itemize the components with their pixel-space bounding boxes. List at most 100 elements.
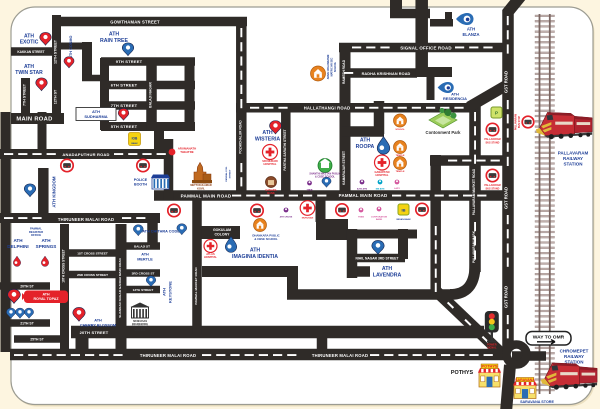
svg-text:ATH: ATH bbox=[24, 64, 34, 70]
svg-text:BUS STAND: BUS STAND bbox=[486, 141, 500, 144]
svg-text:4TH CROSS: 4TH CROSS bbox=[280, 216, 293, 219]
svg-text:DHANKARA PUBLIC: DHANKARA PUBLIC bbox=[252, 234, 279, 238]
svg-text:GANAPATHI: GANAPATHI bbox=[374, 170, 389, 174]
svg-text:TNEB: TNEB bbox=[358, 217, 364, 219]
svg-text:IB: IB bbox=[402, 208, 406, 213]
svg-text:12TH ST: 12TH ST bbox=[54, 89, 58, 104]
svg-text:RAMESH ROAD: RAMESH ROAD bbox=[342, 59, 346, 84]
svg-text:MAIN ROAD: MAIN ROAD bbox=[16, 117, 52, 123]
svg-text:ATH: ATH bbox=[24, 34, 34, 40]
svg-text:KAKKAN STREET: KAKKAN STREET bbox=[17, 50, 44, 54]
svg-text:POTHYS: POTHYS bbox=[481, 364, 497, 369]
svg-text:ATH: ATH bbox=[382, 266, 393, 272]
svg-text:BOOTH: BOOTH bbox=[134, 182, 147, 186]
svg-text:CORPORATION: CORPORATION bbox=[371, 216, 388, 219]
svg-text:REGISTER: REGISTER bbox=[29, 230, 43, 234]
svg-text:ANADAPUTHUR ROAD: ANADAPUTHUR ROAD bbox=[62, 152, 109, 157]
svg-text:ATH: ATH bbox=[42, 293, 50, 297]
svg-text:BANK: BANK bbox=[376, 218, 383, 221]
svg-text:DELPHINI: DELPHINI bbox=[7, 244, 28, 249]
svg-text:5TH STREET: 5TH STREET bbox=[111, 124, 138, 129]
svg-text:PALLAVARAM MARKET ROAD: PALLAVARAM MARKET ROAD bbox=[472, 168, 476, 215]
svg-text:ATH COSMO: ATH COSMO bbox=[69, 35, 73, 58]
svg-text:PALLAVARAM: PALLAVARAM bbox=[515, 114, 518, 130]
svg-text:SCHOOL: SCHOOL bbox=[395, 129, 405, 131]
svg-text:1ST CROSS STREET: 1ST CROSS STREET bbox=[77, 252, 108, 256]
svg-text:HOSPITAL: HOSPITAL bbox=[204, 255, 217, 259]
svg-text:SRINIVASAN: SRINIVASAN bbox=[133, 320, 147, 323]
svg-text:PAMMAL MARKET ROAD: PAMMAL MARKET ROAD bbox=[194, 267, 198, 305]
svg-text:CANARA: CANARA bbox=[265, 188, 276, 192]
svg-text:BANK: BANK bbox=[131, 142, 138, 145]
svg-text:ATH: ATH bbox=[13, 238, 23, 243]
svg-text:12TH STREET: 12TH STREET bbox=[54, 39, 58, 64]
svg-text:21TH ST: 21TH ST bbox=[20, 322, 34, 326]
svg-text:COLONY: COLONY bbox=[215, 233, 231, 237]
svg-text:MATRIC HR SEC: MATRIC HR SEC bbox=[331, 57, 334, 76]
svg-text:PALLAVARAM: PALLAVARAM bbox=[484, 184, 500, 187]
svg-text:ROOPA: ROOPA bbox=[356, 144, 375, 150]
svg-text:PALLAVARAM: PALLAVARAM bbox=[484, 138, 500, 141]
svg-text:LAVENDRA: LAVENDRA bbox=[373, 272, 402, 278]
svg-text:KOVIL: KOVIL bbox=[197, 187, 205, 190]
svg-text:BANK: BANK bbox=[267, 191, 275, 195]
svg-text:ATH: ATH bbox=[467, 27, 475, 32]
svg-text:ATLAS: ATLAS bbox=[206, 252, 215, 256]
svg-text:PALLAVARAM MARK: PALLAVARAM MARK bbox=[472, 230, 476, 263]
svg-text:9TH STREET: 9TH STREET bbox=[116, 59, 143, 64]
svg-text:METTUKULAMAR: METTUKULAMAR bbox=[190, 184, 211, 187]
svg-text:PAMMAL KOIL: PAMMAL KOIL bbox=[225, 166, 228, 182]
svg-text:ATH: ATH bbox=[360, 138, 371, 144]
svg-text:SUDHARMA: SUDHARMA bbox=[84, 114, 107, 119]
svg-text:SARAVANA STORE: SARAVANA STORE bbox=[520, 400, 554, 404]
svg-text:KEYSTONE: KEYSTONE bbox=[168, 281, 173, 303]
svg-text:SIGNAL: SIGNAL bbox=[487, 347, 497, 350]
svg-text:HOSPITAL: HOSPITAL bbox=[264, 162, 277, 166]
svg-text:ATH: ATH bbox=[451, 91, 459, 96]
svg-text:OFFICE: OFFICE bbox=[31, 233, 41, 237]
svg-text:ROYAL TOPAZ: ROYAL TOPAZ bbox=[33, 297, 59, 301]
svg-text:EXOTIC: EXOTIC bbox=[20, 40, 39, 46]
svg-text:GOWTHAMAN STREET: GOWTHAMAN STREET bbox=[110, 19, 160, 24]
svg-text:ATH: ATH bbox=[41, 238, 51, 243]
svg-text:STREET: STREET bbox=[230, 169, 232, 178]
svg-text:ATH CHITHRA CODE: ATH CHITHRA CODE bbox=[142, 230, 180, 234]
svg-text:HALLATHANGI ROAD: HALLATHANGI ROAD bbox=[304, 105, 351, 110]
svg-text:SRI MURARI: SRI MURARI bbox=[262, 159, 278, 163]
svg-text:BALAJI NAGAR: BALAJI NAGAR bbox=[149, 82, 153, 108]
svg-text:INDIAN BANK: INDIAN BANK bbox=[396, 218, 411, 221]
svg-text:ELANZA: ELANZA bbox=[463, 32, 480, 37]
svg-text:PAMMAL: PAMMAL bbox=[30, 227, 42, 231]
svg-text:POLICE: POLICE bbox=[134, 178, 148, 182]
svg-text:PALLAVARAM: PALLAVARAM bbox=[558, 151, 589, 156]
svg-text:IMAGINIA IDENTIA: IMAGINIA IDENTIA bbox=[232, 254, 278, 260]
svg-text:SPRINGS: SPRINGS bbox=[36, 244, 57, 249]
svg-text:ANNAI VAILANKANNI: ANNAI VAILANKANNI bbox=[327, 54, 330, 79]
svg-text:ATH: ATH bbox=[109, 32, 120, 38]
svg-text:KAMARAJAR STREET: KAMARAJAR STREET bbox=[342, 151, 346, 185]
svg-text:RADHA KRISHNAN ROAD: RADHA KRISHNAN ROAD bbox=[362, 72, 411, 76]
svg-text:ATH: ATH bbox=[94, 319, 102, 323]
svg-text:3RD CROSS ST: 3RD CROSS ST bbox=[132, 272, 155, 276]
svg-text:THIRUNEER MALAI ROAD: THIRUNEER MALAI ROAD bbox=[312, 353, 368, 358]
svg-text:POWER: POWER bbox=[487, 344, 497, 347]
svg-text:CHERRY BLOSSOM: CHERRY BLOSSOM bbox=[80, 323, 116, 327]
svg-text:20TH ST: 20TH ST bbox=[20, 285, 34, 289]
svg-text:POZHICHALUR ROAD: POZHICHALUR ROAD bbox=[238, 120, 242, 154]
svg-text:SHANKAR NAGAR GANDHI MAIN ROAD: SHANKAR NAGAR GANDHI MAIN ROAD bbox=[118, 258, 122, 318]
svg-text:2ND CROSS STREET: 2ND CROSS STREET bbox=[77, 273, 108, 277]
svg-text:MERTLE: MERTLE bbox=[137, 258, 153, 262]
svg-text:& CBSE SCHOOL: & CBSE SCHOOL bbox=[254, 237, 278, 241]
svg-text:RAILWAY: RAILWAY bbox=[564, 354, 584, 359]
svg-text:RESIDENCIA: RESIDENCIA bbox=[443, 96, 467, 101]
svg-text:ATH: ATH bbox=[92, 109, 100, 114]
svg-text:GOKULAM: GOKULAM bbox=[213, 228, 231, 232]
svg-text:ATH: ATH bbox=[162, 288, 167, 296]
svg-text:Contonment Park: Contonment Park bbox=[426, 130, 462, 135]
svg-text:AXIS ATM: AXIS ATM bbox=[357, 188, 367, 191]
svg-text:BUS STOP: BUS STOP bbox=[518, 116, 521, 129]
svg-text:6TH STREET: 6TH STREET bbox=[111, 83, 138, 88]
svg-text:RAIN TREE: RAIN TREE bbox=[100, 38, 128, 44]
svg-text:THIRUNEER MALAI ROAD: THIRUNEER MALAI ROAD bbox=[58, 217, 114, 222]
svg-text:TEMPLE: TEMPLE bbox=[396, 171, 405, 173]
